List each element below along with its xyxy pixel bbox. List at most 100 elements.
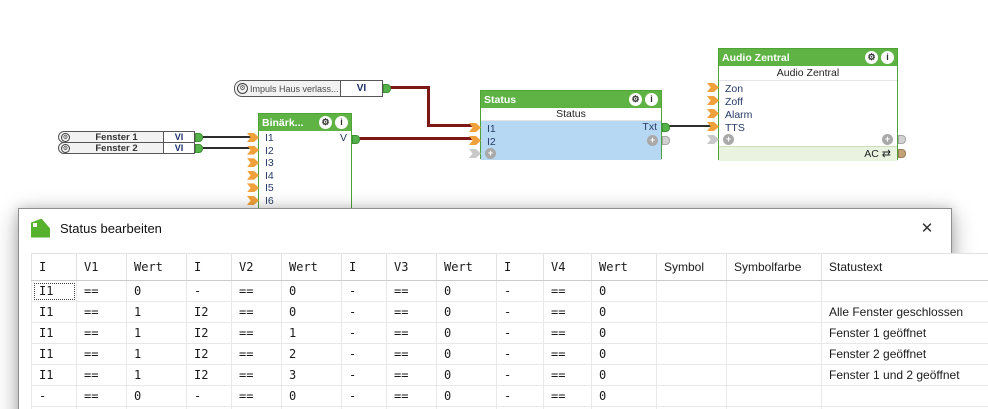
table-cell[interactable]: - xyxy=(186,385,232,407)
table-cell[interactable] xyxy=(726,343,822,365)
add-input-icon[interactable]: + xyxy=(485,148,496,159)
dialog-titlebar[interactable]: Status bearbeiten ✕ xyxy=(19,209,951,247)
table-cell[interactable]: 0 xyxy=(436,280,497,302)
table-cell[interactable]: 0 xyxy=(281,301,342,323)
table-cell[interactable]: == xyxy=(543,322,592,344)
table-cell[interactable]: - xyxy=(31,385,77,407)
table-cell[interactable]: - xyxy=(496,364,544,386)
wire-binary-to-status[interactable] xyxy=(358,137,473,140)
table-cell[interactable]: 0 xyxy=(436,322,497,344)
table-cell[interactable]: I2 xyxy=(186,301,232,323)
table-cell[interactable]: I1 xyxy=(31,364,77,386)
output-connector-icon[interactable] xyxy=(195,144,203,153)
impuls-input-block[interactable]: ⚙ Impuls Haus verlass... VI xyxy=(234,80,391,97)
table-cell[interactable]: == xyxy=(543,301,592,323)
input-connector-icon[interactable] xyxy=(247,183,259,193)
table-cell[interactable] xyxy=(821,406,988,409)
table-cell[interactable] xyxy=(726,364,822,386)
input-connector-icon[interactable] xyxy=(469,123,481,132)
table-cell[interactable]: I2 xyxy=(186,322,232,344)
table-cell[interactable]: - xyxy=(341,343,387,365)
table-cell[interactable]: I1 xyxy=(31,301,77,323)
table-cell[interactable]: 0 xyxy=(126,280,187,302)
status-block[interactable]: Status ⚙ i Status I1 Txt I2 + + xyxy=(469,90,670,160)
table-cell[interactable]: 0 xyxy=(436,301,497,323)
table-cell[interactable]: == xyxy=(231,301,282,323)
table-cell[interactable]: 1 xyxy=(126,343,187,365)
table-cell[interactable]: - xyxy=(341,385,387,407)
block-header[interactable]: Audio Zentral ⚙ i xyxy=(719,49,897,66)
gear-icon[interactable]: ⚙ xyxy=(61,132,70,142)
table-cell[interactable]: == xyxy=(386,280,437,302)
table-cell[interactable]: == xyxy=(76,364,127,386)
wire-impuls-to-status[interactable] xyxy=(390,86,430,89)
table-cell[interactable] xyxy=(656,385,727,407)
table-cell[interactable]: 3 xyxy=(281,364,342,386)
input-connector-icon[interactable] xyxy=(707,96,719,105)
table-cell[interactable]: - xyxy=(186,280,232,302)
table-cell[interactable]: == xyxy=(543,385,592,407)
wire-fenster1-to-binary[interactable] xyxy=(203,136,251,138)
table-cell[interactable] xyxy=(726,322,822,344)
table-cell[interactable]: == xyxy=(386,301,437,323)
add-input-icon[interactable]: + xyxy=(723,134,734,145)
table-cell[interactable]: == xyxy=(231,322,282,344)
table-cell[interactable]: == xyxy=(76,280,127,302)
wire-fenster2-to-binary[interactable] xyxy=(203,147,251,149)
table-cell[interactable]: 0 xyxy=(591,385,657,407)
table-cell[interactable]: == xyxy=(386,385,437,407)
input-connector-icon[interactable] xyxy=(247,133,259,142)
table-cell[interactable]: - xyxy=(496,385,544,407)
table-cell[interactable]: Alle Fenster geschlossen xyxy=(821,301,988,323)
table-cell[interactable]: 1 xyxy=(126,322,187,344)
output-connector-icon[interactable] xyxy=(662,123,670,132)
table-cell[interactable]: 0 xyxy=(591,343,657,365)
add-output-icon[interactable]: + xyxy=(882,134,893,145)
input-connector-icon[interactable] xyxy=(247,170,259,180)
table-cell[interactable] xyxy=(656,280,727,302)
table-cell[interactable]: 1 xyxy=(126,301,187,323)
table-cell[interactable]: == xyxy=(386,343,437,365)
table-cell[interactable]: == xyxy=(543,364,592,386)
table-cell[interactable]: == xyxy=(231,280,282,302)
gear-icon[interactable]: ⚙ xyxy=(61,143,70,153)
table-cell[interactable]: == xyxy=(76,343,127,365)
table-cell[interactable]: - xyxy=(341,301,387,323)
info-icon[interactable]: i xyxy=(645,93,658,106)
table-cell[interactable] xyxy=(656,322,727,344)
table-cell[interactable]: I1 xyxy=(31,343,77,365)
gear-icon[interactable]: ⚙ xyxy=(629,93,642,106)
block-header[interactable]: Binärk... ⚙ i xyxy=(259,114,351,131)
table-cell[interactable]: Fenster 1 und 2 geöffnet xyxy=(821,364,988,386)
table-cell[interactable]: - xyxy=(341,280,387,302)
wire-impuls-to-status[interactable] xyxy=(427,124,473,127)
info-icon[interactable]: i xyxy=(335,116,348,129)
table-cell[interactable]: 0 xyxy=(591,280,657,302)
table-cell[interactable]: 0 xyxy=(281,280,342,302)
table-cell[interactable]: 1 xyxy=(126,364,187,386)
input-connector-icon[interactable] xyxy=(707,122,719,131)
table-cell[interactable]: == xyxy=(231,364,282,386)
table-cell[interactable] xyxy=(726,301,822,323)
input-connector-icon[interactable] xyxy=(247,145,259,155)
add-output-icon[interactable]: + xyxy=(647,135,658,146)
table-cell[interactable]: == xyxy=(386,364,437,386)
table-cell[interactable]: == xyxy=(76,385,127,407)
table-cell[interactable]: - xyxy=(341,322,387,344)
table-cell[interactable]: == xyxy=(543,280,592,302)
table-cell[interactable]: 0 xyxy=(436,364,497,386)
table-cell[interactable]: Fenster 2 geöffnet xyxy=(821,343,988,365)
table-cell[interactable] xyxy=(656,364,727,386)
close-icon[interactable]: ✕ xyxy=(920,220,934,237)
table-cell[interactable]: 0 xyxy=(126,385,187,407)
info-icon[interactable]: i xyxy=(881,51,894,64)
output-connector-icon[interactable] xyxy=(195,133,203,142)
table-cell[interactable]: == xyxy=(231,385,282,407)
output-connector-icon[interactable] xyxy=(352,135,360,144)
table-cell[interactable] xyxy=(656,301,727,323)
table-cell[interactable]: I1 xyxy=(31,322,77,344)
table-cell[interactable] xyxy=(726,385,822,407)
table-cell[interactable]: 0 xyxy=(436,385,497,407)
table-cell[interactable] xyxy=(656,343,727,365)
table-cell[interactable]: == xyxy=(386,322,437,344)
